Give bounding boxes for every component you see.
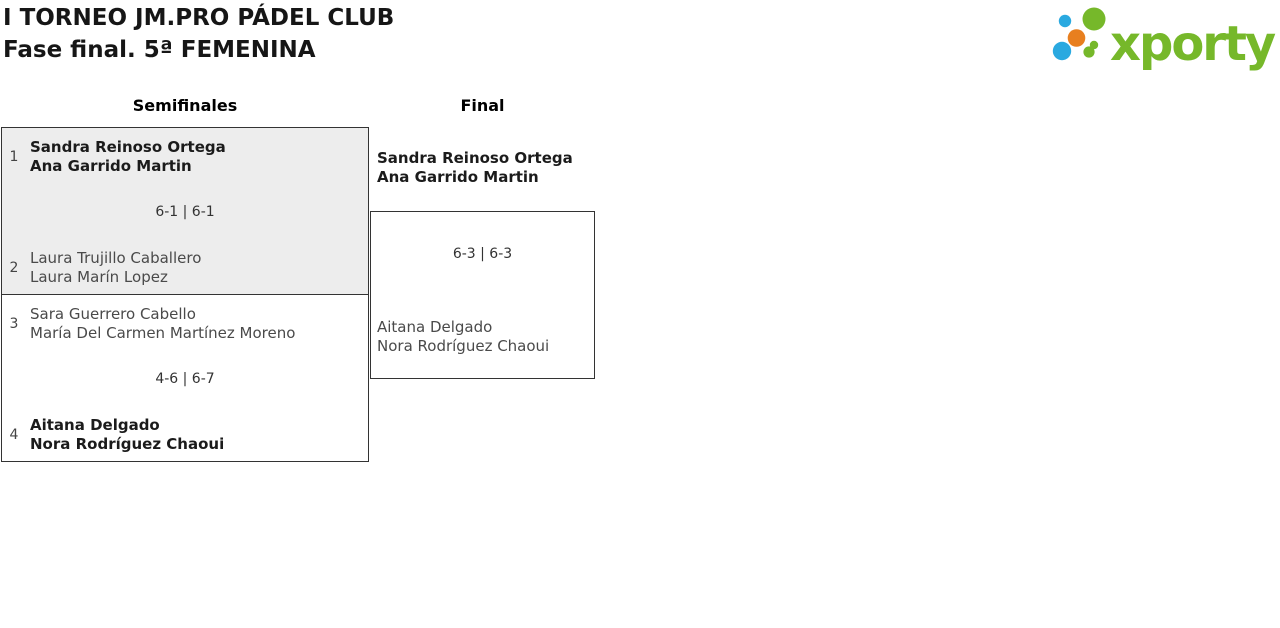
seed-number: 3 — [9, 315, 19, 332]
player-name: Aitana Delgado — [30, 416, 160, 434]
team-row: 1 Sandra Reinoso Ortega Ana Garrido Mart… — [7, 138, 360, 176]
team-names-winner: Sandra Reinoso Ortega Ana Garrido Martin — [30, 138, 226, 176]
match-semifinal-1[interactable]: 1 Sandra Reinoso Ortega Ana Garrido Mart… — [1, 127, 369, 295]
team-names: Laura Trujillo Caballero Laura Marín Lop… — [30, 249, 201, 287]
player-name: Sandra Reinoso Ortega — [30, 138, 226, 156]
match-final[interactable] — [370, 211, 595, 379]
player-name: Nora Rodríguez Chaoui — [30, 435, 225, 453]
phase-category: Fase final. 5ª FEMENINA — [3, 37, 316, 63]
team-names-winner: Aitana Delgado Nora Rodríguez Chaoui — [30, 416, 224, 454]
seed-number: 2 — [9, 259, 19, 276]
team-row: 4 Aitana Delgado Nora Rodríguez Chaoui — [7, 416, 360, 454]
tournament-name: I TORNEO JM.PRO PÁDEL CLUB — [3, 5, 395, 31]
logo-dot-green-small — [1083, 46, 1095, 58]
logo-dot-orange — [1067, 29, 1086, 47]
player-name: Sara Guerrero Cabello — [30, 305, 196, 323]
team-names: Sara Guerrero Cabello María Del Carmen M… — [30, 305, 295, 343]
logo-dot-green-tiny — [1089, 40, 1099, 50]
page-title: I TORNEO JM.PRO PÁDEL CLUB Fase final. 5… — [3, 2, 394, 66]
player-name: Sandra Reinoso Ortega — [377, 149, 573, 167]
player-name: Aitana Delgado — [377, 318, 493, 336]
seed-number: 1 — [9, 148, 19, 165]
logo-wordmark: xporty — [1110, 16, 1276, 72]
logo-dot-blue-large — [1052, 41, 1072, 61]
final-score: 6-3 | 6-3 — [452, 246, 513, 262]
final-team-top: Sandra Reinoso Ortega Ana Garrido Martin — [377, 149, 573, 187]
xporty-logo-graphic: xporty — [1052, 7, 1278, 72]
xporty-logo[interactable]: xporty — [1043, 0, 1280, 75]
match-semifinal-2[interactable]: 3 Sara Guerrero Cabello María Del Carmen… — [1, 294, 369, 462]
player-name: Laura Marín Lopez — [30, 268, 168, 286]
player-name: Laura Trujillo Caballero — [30, 249, 202, 267]
player-name: Ana Garrido Martin — [30, 157, 192, 175]
player-name: María Del Carmen Martínez Moreno — [30, 324, 296, 342]
final-team-bottom: Aitana Delgado Nora Rodríguez Chaoui — [377, 318, 549, 356]
player-name: Ana Garrido Martin — [377, 168, 539, 186]
team-row: 3 Sara Guerrero Cabello María Del Carmen… — [7, 305, 360, 343]
match-score: 4-6 | 6-7 — [155, 371, 215, 387]
round-label-final: Final — [460, 96, 505, 115]
logo-dot-blue-small — [1058, 14, 1072, 28]
logo-dot-green-large — [1082, 7, 1106, 31]
player-name: Nora Rodríguez Chaoui — [377, 337, 550, 355]
round-label-semifinales: Semifinales — [132, 96, 238, 115]
team-row: 2 Laura Trujillo Caballero Laura Marín L… — [7, 249, 360, 287]
seed-number: 4 — [9, 426, 19, 443]
match-score: 6-1 | 6-1 — [155, 204, 215, 220]
